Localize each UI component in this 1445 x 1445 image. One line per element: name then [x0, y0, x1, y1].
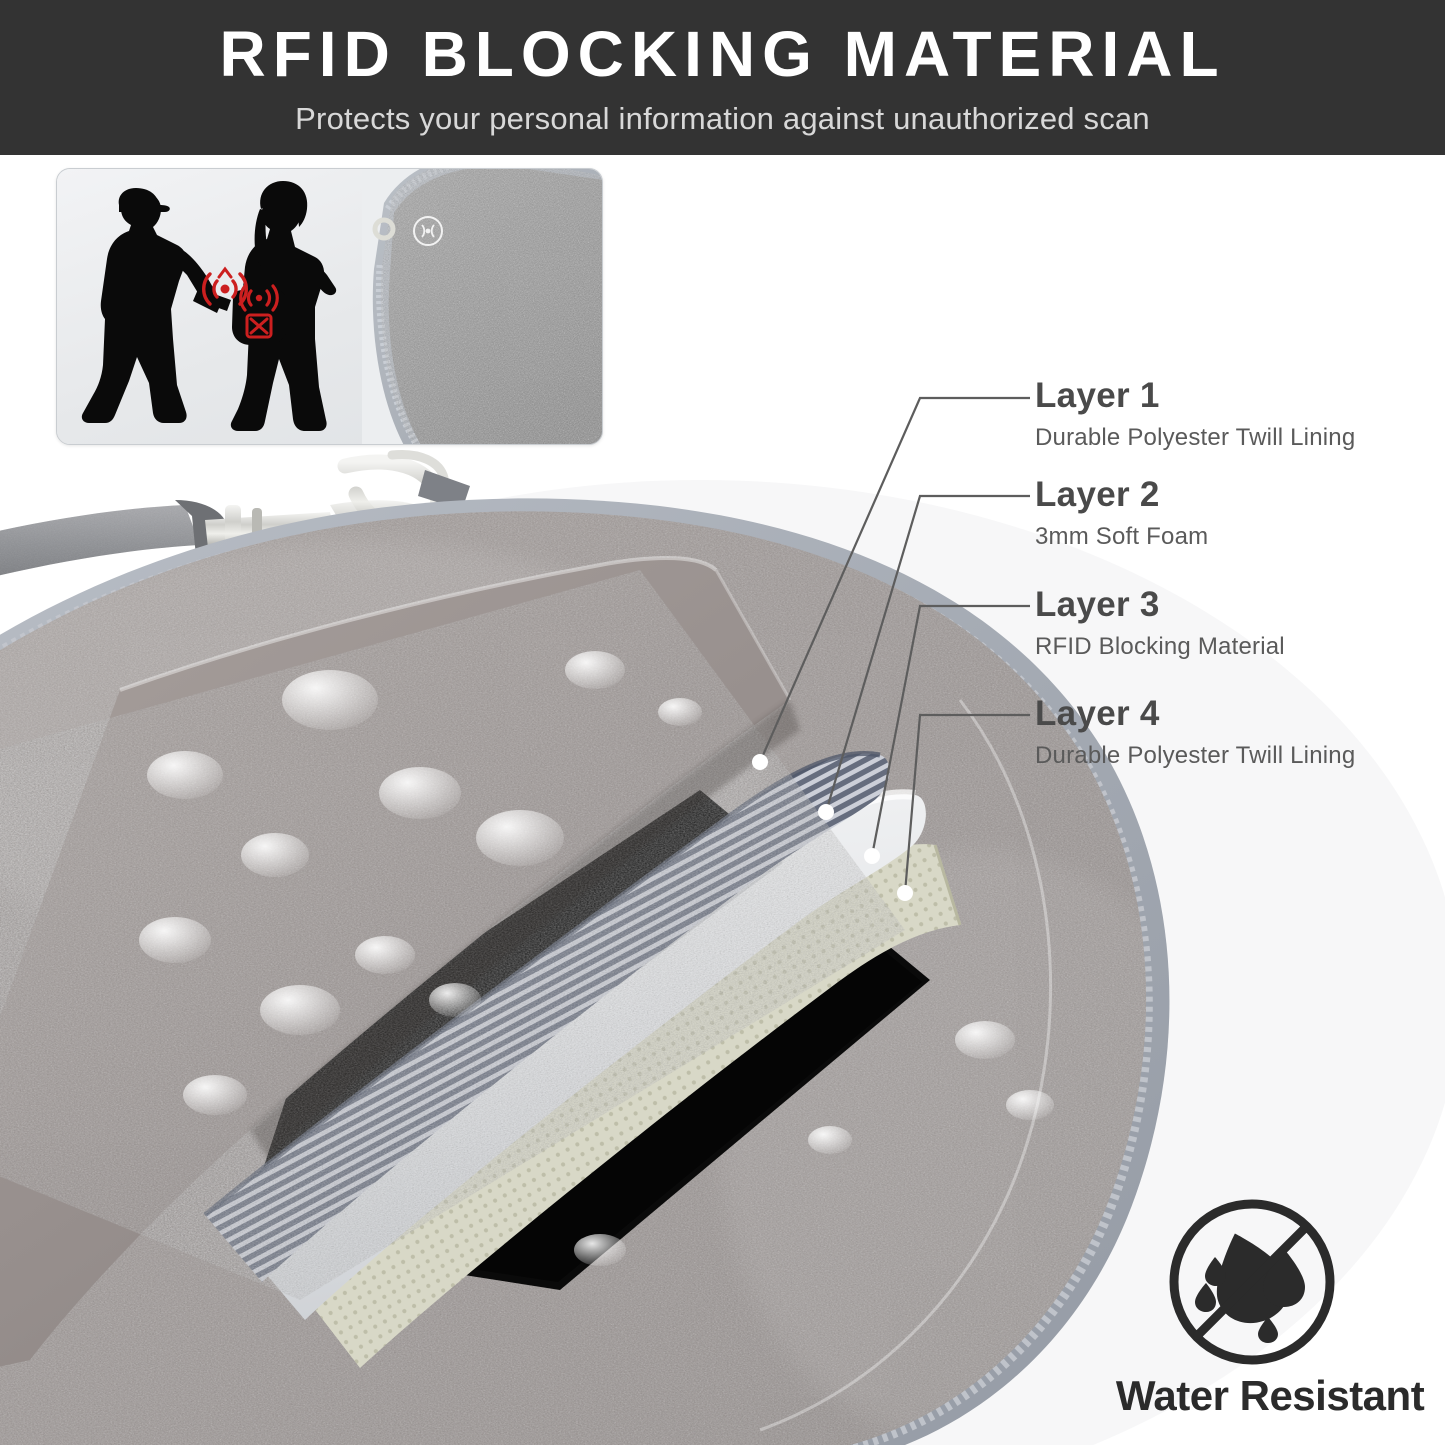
- water-droplets: [139, 651, 1054, 1266]
- water-resistant-badge: Water Resistant: [1105, 1195, 1435, 1435]
- page-subtitle: Protects your personal information again…: [295, 101, 1150, 136]
- victim-silhouette: [230, 181, 337, 431]
- callout-title: Layer 4: [1035, 694, 1160, 733]
- callout-leader-lines: [758, 396, 1030, 894]
- callout-subtitle: 3mm Soft Foam: [1035, 523, 1209, 550]
- water-resistant-label: Water Resistant: [1115, 1372, 1425, 1419]
- callout-subtitle: Durable Polyester Twill Lining: [1035, 424, 1356, 451]
- callout-endpoint-dots: [752, 754, 913, 901]
- callout-subtitle: Durable Polyester Twill Lining: [1035, 742, 1356, 769]
- bag-strap: [0, 500, 229, 576]
- callout-title: Layer 1: [1035, 376, 1160, 415]
- silhouette-illustration: [81, 181, 337, 431]
- layer-callouts: Layer 1 Durable Polyester Twill Lining L…: [1035, 0, 1445, 1445]
- callout-subtitle: RFID Blocking Material: [1035, 633, 1285, 660]
- callout-layer-2: Layer 2 3mm Soft Foam: [1035, 477, 1445, 549]
- rfid-wave-blocked-icon: [239, 284, 279, 339]
- rfid-logo-badge: [413, 216, 443, 246]
- rfid-skimming-inset: [56, 168, 603, 445]
- inset-product-photo: [362, 169, 602, 444]
- callout-layer-3: Layer 3 RFID Blocking Material: [1035, 587, 1445, 659]
- callout-title: Layer 3: [1035, 585, 1160, 624]
- callout-layer-4: Layer 4 Durable Polyester Twill Lining: [1035, 696, 1445, 768]
- thief-silhouette: [81, 188, 231, 423]
- page-title: RFID BLOCKING MATERIAL: [219, 18, 1226, 90]
- water-drop-blocked-icon: [1169, 1199, 1335, 1365]
- header-band: RFID BLOCKING MATERIAL Protects your per…: [0, 0, 1445, 155]
- callout-layer-1: Layer 1 Durable Polyester Twill Lining: [1035, 378, 1445, 450]
- callout-title: Layer 2: [1035, 475, 1160, 514]
